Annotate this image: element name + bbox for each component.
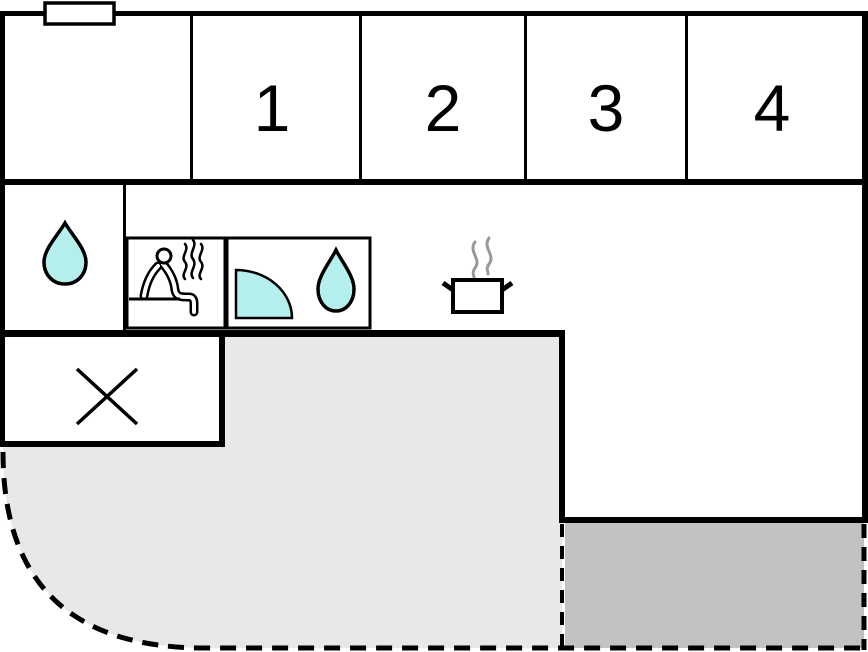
room-label-1: 1 (254, 71, 291, 145)
terrace-light-area (3, 337, 562, 648)
wall-outer-right (862, 11, 868, 523)
wall-divider-room3-room4 (685, 16, 688, 179)
wall-divider-room2-room3 (524, 16, 527, 179)
sauna-room (125, 236, 227, 330)
steam-waves (471, 236, 493, 281)
wall-xroom-bottom (0, 441, 225, 447)
wall-divider-room1-room2 (359, 16, 362, 179)
wall-outer-left (0, 11, 5, 447)
wall-living-left (559, 330, 565, 517)
shower-quarter-icon (234, 268, 294, 320)
shower-room (225, 236, 372, 330)
sauna-person-head (155, 247, 173, 265)
room-label-2: 2 (425, 71, 462, 145)
dashed-boundaries (0, 451, 867, 651)
terrace-areas (3, 337, 864, 648)
water-drop-icon (42, 219, 88, 286)
wall-xroom-right (219, 337, 225, 441)
bathroom (42, 219, 88, 286)
cooking-pot-icon (441, 236, 514, 314)
kitchen (441, 236, 514, 314)
walls (0, 11, 868, 523)
room-label-4: 4 (754, 71, 791, 145)
wall-terrace-top (0, 330, 565, 337)
terrace-dark-area (565, 523, 864, 648)
water-drop-icon (316, 246, 356, 313)
wall-bathroom-right (123, 185, 126, 330)
wall-divider-room1-left (190, 16, 193, 179)
x-mark-icon (75, 367, 139, 426)
crossed-room (75, 367, 139, 426)
wall-below-rooms (0, 179, 868, 185)
window-icon (43, 1, 116, 26)
sauna-icon (129, 238, 204, 317)
wall-living-bottom (559, 517, 864, 523)
room-label-3: 3 (588, 71, 625, 145)
wall-outer-top (0, 11, 868, 16)
sauna-heat-waves (182, 238, 204, 281)
room-labels: 1 2 3 4 (254, 71, 791, 145)
terrace-curved-dashed-border (0, 451, 866, 651)
